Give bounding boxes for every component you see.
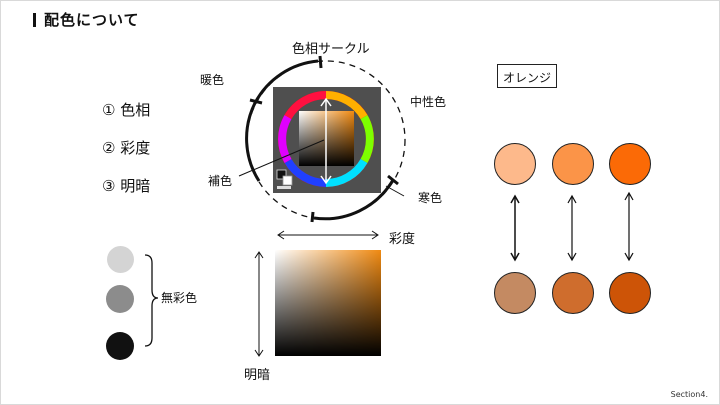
label-complementary: 補色 <box>208 174 233 188</box>
label-brightness: 明暗 <box>244 368 271 383</box>
footer-section: Section4. <box>670 390 708 399</box>
title-bar <box>33 13 36 27</box>
label-warm: 暖色 <box>200 73 225 87</box>
orange-dull-dark <box>609 272 651 314</box>
panel-strip <box>277 186 291 189</box>
label-cool: 寒色 <box>418 191 443 205</box>
list-item-saturation: ② 彩度 <box>102 139 151 157</box>
list-item-hue: ① 色相 <box>102 101 151 119</box>
orange-arrows <box>510 191 634 262</box>
bg-swatch <box>282 175 293 186</box>
list-item-brightness: ③ 明暗 <box>102 177 151 195</box>
achromatic-brace <box>144 254 159 347</box>
orange-light <box>494 143 536 185</box>
orange-vivid <box>609 143 651 185</box>
slide-title-text: 配色について <box>44 11 140 29</box>
sv-square-shade <box>275 250 381 356</box>
orange-label-box: オレンジ <box>497 64 557 88</box>
label-neutral: 中性色 <box>410 95 447 109</box>
orange-dull-medium <box>552 272 594 314</box>
achromatic-light-gray <box>107 246 134 273</box>
hue-circle-cool-arc <box>313 179 395 221</box>
orange-dull-light <box>494 272 536 314</box>
fg-swatch <box>276 169 287 180</box>
orange-medium <box>552 143 594 185</box>
label-achromatic: 無彩色 <box>161 291 198 305</box>
label-saturation: 彩度 <box>389 232 416 247</box>
orange-label: オレンジ <box>502 71 551 85</box>
hue-circle-warm-arc <box>245 59 319 182</box>
achromatic-mid-gray <box>106 285 134 313</box>
achromatic-black <box>106 332 134 360</box>
label-hue-circle: 色相サークル <box>292 42 370 57</box>
slide-title: 配色について <box>33 9 140 30</box>
